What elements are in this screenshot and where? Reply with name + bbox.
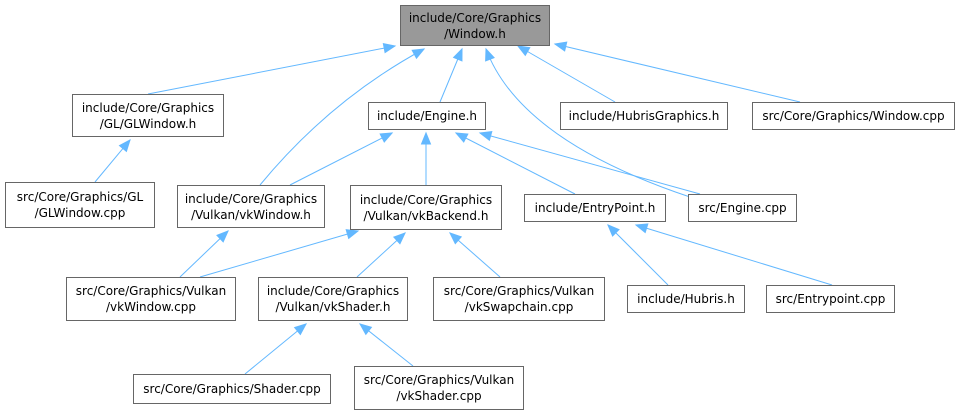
edge-entrypoint_cpp-to-entrypoint_h [634, 223, 833, 286]
node-label: include/Core/Graphics /GL/GLWindow.h [81, 100, 215, 131]
node-label: include/Engine.h [376, 109, 478, 123]
node-label: src/Core/Graphics/Window.cpp [762, 109, 945, 123]
node-vkswapchain-cpp[interactable]: src/Core/Graphics/Vulkan /vkSwapchain.cp… [433, 277, 605, 321]
node-hubrisgraphics-h[interactable]: include/HubrisGraphics.h [560, 102, 728, 130]
node-vkshader-cpp[interactable]: src/Core/Graphics/Vulkan /vkShader.cpp [354, 366, 524, 410]
node-glwindow-h[interactable]: include/Core/Graphics /GL/GLWindow.h [72, 94, 224, 137]
edge-hubris_h-to-entrypoint_h [607, 224, 669, 286]
node-shader-cpp[interactable]: src/Core/Graphics/Shader.cpp [133, 374, 331, 404]
edge-vkwindow_cpp-to-vkwindow_h [179, 230, 229, 278]
node-label: include/Hubris.h [637, 292, 735, 306]
edge-vkswapchain_cpp-to-vkbackend_h [449, 232, 501, 278]
edge-hubrisgraphics_h-to-window_h [516, 45, 616, 103]
edge-vkwindow_h-to-engine_h [289, 132, 394, 186]
edge-entrypoint_h-to-engine_h [454, 132, 576, 195]
edge-glwindow_h-to-window_h [147, 43, 397, 95]
edge-vkshader_h-to-vkbackend_h [356, 232, 406, 278]
node-label: include/Core/Graphics /Window.h [408, 10, 542, 41]
node-window-cpp[interactable]: src/Core/Graphics/Window.cpp [752, 102, 955, 130]
edge-vkshader_cpp-to-vkshader_h [358, 323, 414, 367]
node-label: src/Core/Graphics/Vulkan /vkWindow.cpp [75, 284, 227, 314]
node-vkwindow-cpp[interactable]: src/Core/Graphics/Vulkan /vkWindow.cpp [66, 277, 236, 321]
edge-engine_cpp-to-engine_h [478, 131, 701, 195]
node-label: include/Core/Graphics /Vulkan/vkBackend.… [359, 192, 493, 223]
node-engine-cpp[interactable]: src/Engine.cpp [688, 194, 797, 222]
node-label: src/Engine.cpp [698, 201, 787, 215]
node-hubris-h[interactable]: include/Hubris.h [627, 285, 745, 313]
node-label: include/Core/Graphics /Vulkan/vkWindow.h [184, 191, 318, 222]
edge-vkwindow_h-to-window_h [259, 48, 426, 186]
node-engine-h[interactable]: include/Engine.h [368, 102, 486, 130]
node-window-h: include/Core/Graphics /Window.h [400, 5, 550, 46]
node-label: src/Core/Graphics/Vulkan /vkSwapchain.cp… [443, 284, 595, 314]
node-label: src/Core/Graphics/Shader.cpp [143, 382, 321, 396]
node-label: include/EntryPoint.h [534, 201, 656, 215]
edge-vkbackend_h-to-engine_h [420, 131, 432, 185]
node-vkshader-h[interactable]: include/Core/Graphics /Vulkan/vkShader.h [258, 277, 408, 321]
node-entrypoint-cpp[interactable]: src/Entrypoint.cpp [766, 285, 895, 313]
edge-engine_cpp-to-window_h [485, 47, 691, 198]
edge-engine_h-to-window_h [439, 47, 463, 103]
node-vkwindow-h[interactable]: include/Core/Graphics /Vulkan/vkWindow.h [177, 185, 325, 228]
node-label: include/Core/Graphics /Vulkan/vkShader.h [266, 284, 400, 314]
node-entrypoint-h[interactable]: include/EntryPoint.h [524, 194, 666, 222]
edge-shader_cpp-to-vkshader_h [244, 323, 308, 375]
edge-glwindow_cpp-to-glwindow_h [94, 138, 131, 183]
node-glwindow-cpp[interactable]: src/Core/Graphics/GL /GLWindow.cpp [5, 182, 155, 228]
node-label: include/HubrisGraphics.h [568, 109, 720, 123]
node-vkbackend-h[interactable]: include/Core/Graphics /Vulkan/vkBackend.… [350, 185, 502, 230]
edge-window_cpp-to-window_h [553, 41, 801, 103]
node-label: src/Entrypoint.cpp [775, 292, 886, 306]
node-label: src/Core/Graphics/Vulkan /vkShader.cpp [363, 373, 515, 403]
edge-vkwindow_cpp-to-vkbackend_h [199, 229, 360, 278]
node-label: src/Core/Graphics/GL /GLWindow.cpp [16, 190, 144, 220]
